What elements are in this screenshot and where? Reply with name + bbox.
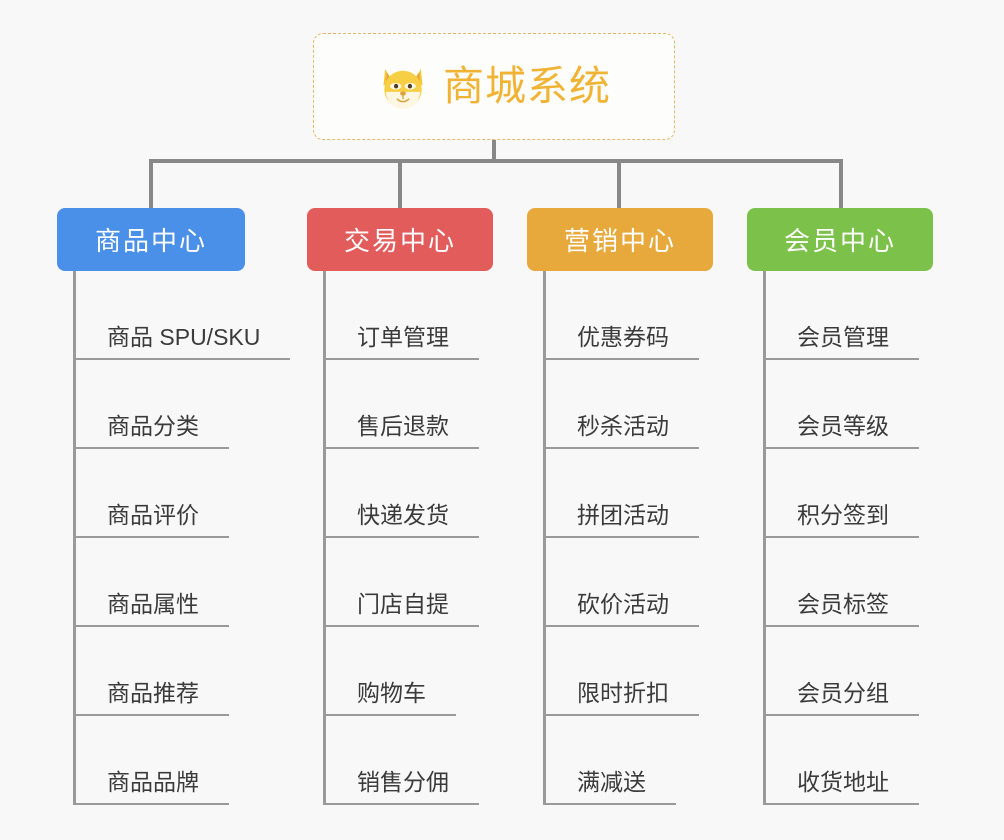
connector-drop-4 bbox=[839, 159, 843, 209]
branch-trunk-3 bbox=[543, 271, 546, 805]
leaf-label: 收货地址 bbox=[763, 771, 919, 805]
list-item[interactable]: 会员分组 bbox=[747, 627, 933, 716]
leaf-label: 快递发货 bbox=[323, 504, 479, 538]
root-node-content: 商城系统 bbox=[377, 61, 611, 113]
branch-header-2-label: 交易中心 bbox=[343, 226, 456, 256]
leaf-label: 商品 SPU/SKU bbox=[73, 326, 291, 360]
list-item[interactable]: 商品属性 bbox=[57, 538, 245, 627]
list-item[interactable]: 门店自提 bbox=[307, 538, 493, 627]
branch-column-1: 商品中心 商品 SPU/SKU 商品分类 商品评价 商品属性 商品推荐 商品品牌 bbox=[57, 208, 291, 805]
connector-root-stem bbox=[492, 140, 496, 162]
branch-header-1-label: 商品中心 bbox=[94, 226, 207, 256]
leaf-label: 会员管理 bbox=[763, 326, 919, 360]
leaf-label: 售后退款 bbox=[323, 415, 479, 449]
leaf-label: 订单管理 bbox=[323, 326, 479, 360]
leaf-label: 会员标签 bbox=[763, 593, 919, 627]
branch-header-4[interactable]: 会员中心 bbox=[747, 208, 933, 271]
branch-body-4: 会员管理 会员等级 积分签到 会员标签 会员分组 收货地址 bbox=[747, 271, 933, 805]
leaf-label: 满减送 bbox=[543, 771, 676, 805]
connector-horizontal-bus bbox=[149, 159, 843, 163]
branch-header-4-label: 会员中心 bbox=[783, 226, 896, 256]
leaf-label: 商品品牌 bbox=[73, 771, 229, 805]
leaf-label: 销售分佣 bbox=[323, 771, 479, 805]
branch-body-1: 商品 SPU/SKU 商品分类 商品评价 商品属性 商品推荐 商品品牌 bbox=[57, 271, 291, 805]
leaf-label: 会员等级 bbox=[763, 415, 919, 449]
connector-drop-1 bbox=[149, 159, 153, 209]
list-item[interactable]: 会员管理 bbox=[747, 271, 933, 360]
list-item[interactable]: 销售分佣 bbox=[307, 716, 493, 805]
branch-header-1[interactable]: 商品中心 bbox=[57, 208, 245, 271]
leaf-label: 秒杀活动 bbox=[543, 415, 699, 449]
list-item[interactable]: 秒杀活动 bbox=[527, 360, 713, 449]
branch-column-2: 交易中心 订单管理 售后退款 快递发货 门店自提 购物车 销售分佣 bbox=[307, 208, 493, 805]
root-title: 商城系统 bbox=[443, 63, 611, 109]
leaf-label: 门店自提 bbox=[323, 593, 479, 627]
list-item[interactable]: 满减送 bbox=[527, 716, 713, 805]
branch-header-2[interactable]: 交易中心 bbox=[307, 208, 493, 271]
leaf-label: 商品评价 bbox=[73, 504, 229, 538]
list-item[interactable]: 收货地址 bbox=[747, 716, 933, 805]
list-item[interactable]: 优惠券码 bbox=[527, 271, 713, 360]
list-item[interactable]: 购物车 bbox=[307, 627, 493, 716]
connector-drop-2 bbox=[398, 159, 402, 209]
list-item[interactable]: 砍价活动 bbox=[527, 538, 713, 627]
list-item[interactable]: 商品分类 bbox=[57, 360, 245, 449]
leaf-label: 砍价活动 bbox=[543, 593, 699, 627]
branch-body-2: 订单管理 售后退款 快递发货 门店自提 购物车 销售分佣 bbox=[307, 271, 493, 805]
leaf-label: 积分签到 bbox=[763, 504, 919, 538]
leaf-label: 拼团活动 bbox=[543, 504, 699, 538]
list-item[interactable]: 会员等级 bbox=[747, 360, 933, 449]
leaf-label: 购物车 bbox=[323, 682, 456, 716]
list-item[interactable]: 拼团活动 bbox=[527, 449, 713, 538]
branch-trunk-2 bbox=[323, 271, 326, 805]
branch-trunk-4 bbox=[763, 271, 766, 805]
list-item[interactable]: 订单管理 bbox=[307, 271, 493, 360]
list-item[interactable]: 限时折扣 bbox=[527, 627, 713, 716]
branch-body-3: 优惠券码 秒杀活动 拼团活动 砍价活动 限时折扣 满减送 bbox=[527, 271, 713, 805]
list-item[interactable]: 会员标签 bbox=[747, 538, 933, 627]
branch-column-3: 营销中心 优惠券码 秒杀活动 拼团活动 砍价活动 限时折扣 满减送 bbox=[527, 208, 713, 805]
list-item[interactable]: 商品评价 bbox=[57, 449, 245, 538]
branch-column-4: 会员中心 会员管理 会员等级 积分签到 会员标签 会员分组 收货地址 bbox=[747, 208, 933, 805]
shiba-dog-face-icon bbox=[383, 68, 423, 109]
leaf-label: 会员分组 bbox=[763, 682, 919, 716]
list-item[interactable]: 商品品牌 bbox=[57, 716, 245, 805]
leaf-label: 商品推荐 bbox=[73, 682, 229, 716]
list-item[interactable]: 商品 SPU/SKU bbox=[57, 271, 291, 360]
leaf-label: 限时折扣 bbox=[543, 682, 699, 716]
leaf-label: 商品属性 bbox=[73, 593, 229, 627]
root-node[interactable]: 商城系统 bbox=[313, 33, 675, 140]
branch-header-3[interactable]: 营销中心 bbox=[527, 208, 713, 271]
list-item[interactable]: 售后退款 bbox=[307, 360, 493, 449]
leaf-label: 商品分类 bbox=[73, 415, 229, 449]
list-item[interactable]: 商品推荐 bbox=[57, 627, 245, 716]
list-item[interactable]: 积分签到 bbox=[747, 449, 933, 538]
leaf-label: 优惠券码 bbox=[543, 326, 699, 360]
connector-drop-3 bbox=[617, 159, 621, 209]
branch-trunk-1 bbox=[73, 271, 76, 805]
branch-header-3-label: 营销中心 bbox=[563, 226, 676, 256]
list-item[interactable]: 快递发货 bbox=[307, 449, 493, 538]
